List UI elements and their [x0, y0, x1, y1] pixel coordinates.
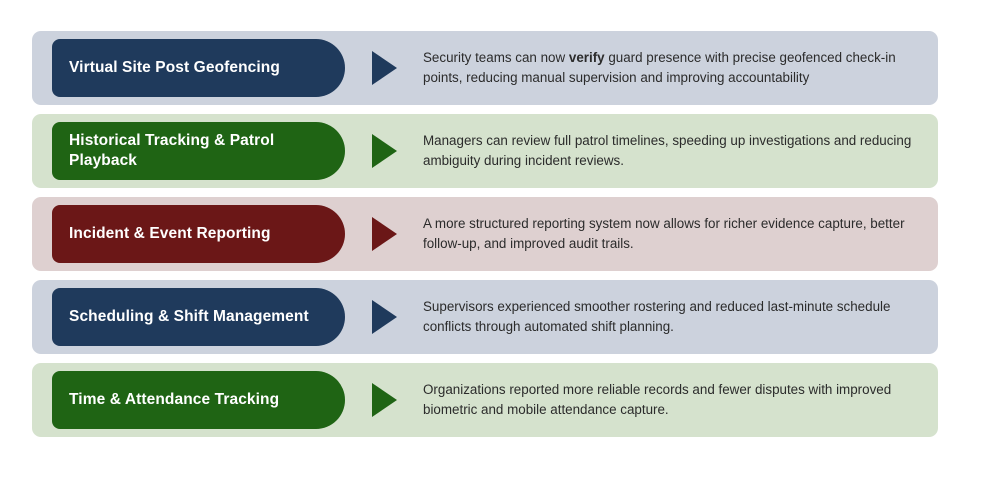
feature-label: Virtual Site Post Geofencing	[69, 59, 280, 77]
arrow-right-icon	[371, 217, 397, 251]
feature-label-container: Time & Attendance Tracking	[32, 371, 345, 429]
feature-pill: Incident & Event Reporting	[52, 205, 345, 263]
description-text-lead: Organizations reported more reliable rec…	[423, 381, 892, 417]
feature-description: Security teams can now verify guard pres…	[423, 48, 924, 89]
arrow-cell	[345, 217, 423, 251]
feature-pill: Scheduling & Shift Management	[52, 288, 345, 346]
feature-description-container: Organizations reported more reliable rec…	[423, 380, 938, 421]
arrow-right-icon	[371, 51, 397, 85]
feature-label: Time & Attendance Tracking	[69, 391, 280, 409]
feature-pill: Time & Attendance Tracking	[52, 371, 345, 429]
feature-description-container: Security teams can now verify guard pres…	[423, 48, 938, 89]
feature-description: A more structured reporting system now a…	[423, 214, 924, 255]
feature-description-container: Supervisors experienced smoother rosteri…	[423, 297, 938, 338]
feature-label: Scheduling & Shift Management	[69, 308, 309, 326]
feature-label: Incident & Event Reporting	[69, 225, 271, 243]
description-text-lead: Supervisors experienced smoother rosteri…	[423, 298, 891, 334]
feature-label-container: Virtual Site Post Geofencing	[32, 39, 345, 97]
feature-description-container: Managers can review full patrol timeline…	[423, 131, 938, 172]
feature-description: Managers can review full patrol timeline…	[423, 131, 924, 172]
feature-description: Organizations reported more reliable rec…	[423, 380, 924, 421]
feature-row: Incident & Event Reporting A more structu…	[32, 197, 938, 271]
arrow-cell	[345, 383, 423, 417]
feature-label: Historical Tracking & Patrol Playback	[69, 132, 275, 169]
arrow-cell	[345, 51, 423, 85]
feature-pill: Historical Tracking & Patrol Playback	[52, 122, 345, 180]
description-emphasis: verify	[568, 49, 605, 65]
feature-row: Virtual Site Post Geofencing Security tea…	[32, 31, 938, 105]
feature-description-container: A more structured reporting system now a…	[423, 214, 938, 255]
description-text-lead: Managers can review full patrol timeline…	[423, 132, 912, 168]
arrow-right-icon	[371, 300, 397, 334]
feature-label-container: Incident & Event Reporting	[32, 205, 345, 263]
feature-description: Supervisors experienced smoother rosteri…	[423, 297, 924, 338]
feature-row: Scheduling & Shift Management Supervisors…	[32, 280, 938, 354]
feature-list: Virtual Site Post Geofencing Security tea…	[32, 31, 938, 446]
feature-row: Historical Tracking & Patrol Playback Man…	[32, 114, 938, 188]
description-text-tail: guard presence with precise geofenced ch…	[423, 49, 896, 85]
description-text-lead: A more structured reporting system now a…	[423, 215, 905, 251]
arrow-right-icon	[371, 134, 397, 168]
feature-row: Time & Attendance Tracking Organizations …	[32, 363, 938, 437]
feature-label-container: Historical Tracking & Patrol Playback	[32, 122, 345, 180]
description-text-lead: Security teams can now	[423, 49, 569, 65]
feature-label-container: Scheduling & Shift Management	[32, 288, 345, 346]
arrow-cell	[345, 134, 423, 168]
arrow-cell	[345, 300, 423, 334]
arrow-right-icon	[371, 383, 397, 417]
feature-pill: Virtual Site Post Geofencing	[52, 39, 345, 97]
